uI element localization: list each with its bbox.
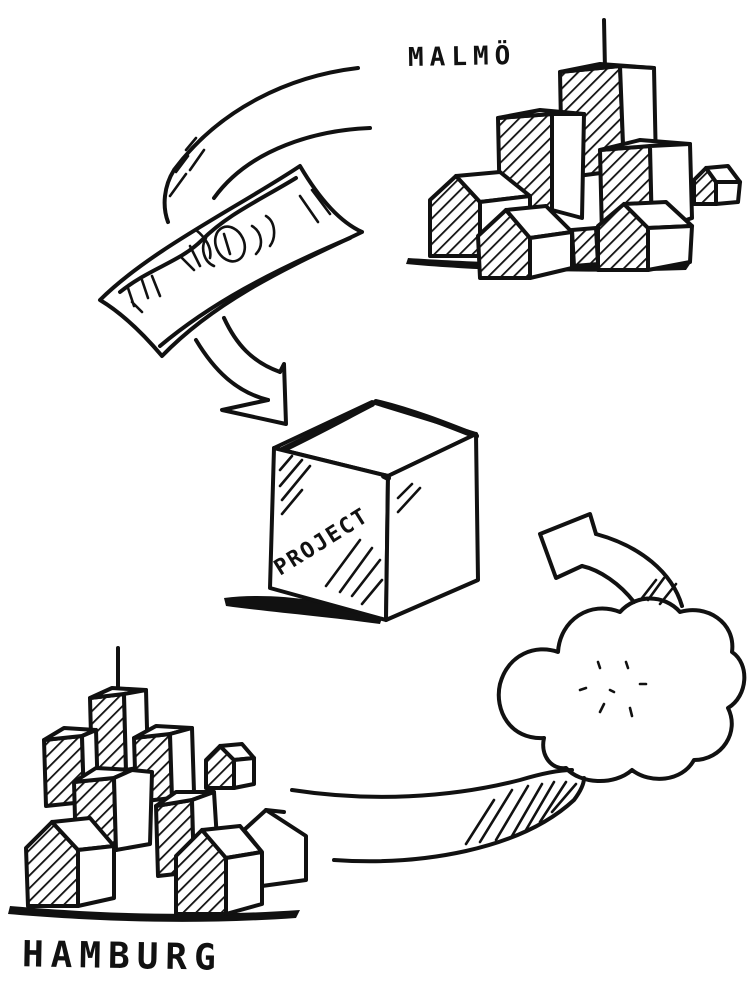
return-arrow-icon <box>538 512 684 608</box>
cloud-icon <box>496 596 747 784</box>
banknote-icon <box>98 164 364 358</box>
hamburg-to-cloud-arrow-icon <box>290 768 586 864</box>
project-cube-icon <box>224 399 480 624</box>
arrow-to-project-icon <box>194 316 288 426</box>
hamburg-city-icon <box>8 646 308 922</box>
money-flow-arrow-icon <box>162 66 372 224</box>
malmo-city-icon <box>406 18 742 280</box>
